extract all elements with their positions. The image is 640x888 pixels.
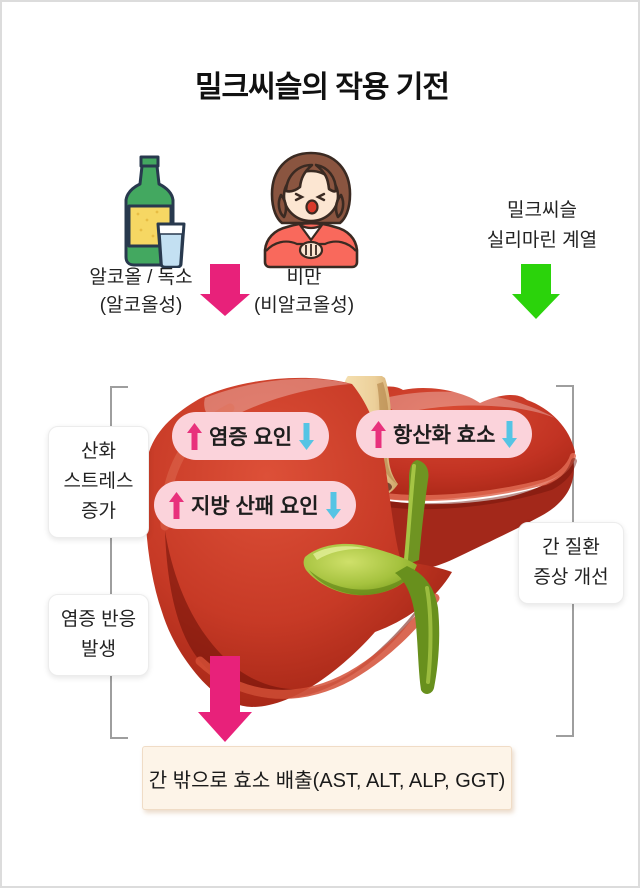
remedy-down-arrow-icon xyxy=(512,264,560,319)
label-line: 증가 xyxy=(81,501,116,522)
remedy-class: 실리마린 계열 xyxy=(486,230,598,251)
increase-arrow-icon xyxy=(187,422,202,450)
cause-alcohol-name: 알코올 / 독소 xyxy=(89,267,193,288)
badge-label: 지방 산패 요인 xyxy=(191,495,319,518)
remedy-label: 밀크씨슬 실리마린 계열 xyxy=(472,196,612,256)
outcome-down-arrow-icon xyxy=(198,656,252,742)
cause-obesity-label: 비만 (비알코올성) xyxy=(244,264,364,320)
label-line: 스트레스 xyxy=(63,471,134,492)
badge-antioxidant-enzyme: 항산화 효소 xyxy=(356,410,533,458)
cause-obesity-type: (비알코올성) xyxy=(253,295,355,316)
cause-alcohol-type: (알코올성) xyxy=(99,295,183,316)
sick-overweight-person-icon xyxy=(263,151,359,269)
decrease-arrow-icon xyxy=(502,420,518,448)
label-line: 증상 개선 xyxy=(533,567,609,588)
page-title: 밀크씨슬의 작용 기전 xyxy=(194,71,450,104)
badge-fat-rancidity-factor: 지방 산패 요인 xyxy=(154,481,356,529)
label-line: 발생 xyxy=(81,639,116,660)
badge-label: 염증 요인 xyxy=(209,426,293,449)
increase-arrow-icon xyxy=(169,491,184,519)
label-inflammation-response: 염증 반응 발생 xyxy=(48,594,149,676)
cause-obesity-name: 비만 xyxy=(286,267,322,288)
label-liver-disease-improvement: 간 질환 증상 개선 xyxy=(518,522,624,604)
badge-inflammation-factor: 염증 요인 xyxy=(172,412,330,460)
increase-arrow-icon xyxy=(371,420,386,448)
soju-bottle-and-glass-icon xyxy=(124,155,186,268)
remedy-name: 밀크씨슬 xyxy=(507,200,577,221)
badge-label: 항산화 효소 xyxy=(393,424,496,447)
decrease-arrow-icon xyxy=(325,491,341,519)
label-line: 산화 xyxy=(81,441,116,462)
label-line: 간 질환 xyxy=(542,537,600,558)
outcome-text: 간 밖으로 효소 배출(AST, ALT, ALP, GGT) xyxy=(148,769,506,792)
outcome-box: 간 밖으로 효소 배출(AST, ALT, ALP, GGT) xyxy=(142,746,512,810)
label-oxidative-stress: 산화 스트레스 증가 xyxy=(48,426,149,538)
cause-alcohol-label: 알코올 / 독소 (알코올성) xyxy=(71,264,211,320)
cause-down-arrow-icon xyxy=(200,264,250,316)
left-bracket xyxy=(110,386,128,739)
label-line: 염증 반응 xyxy=(60,609,137,630)
decrease-arrow-icon xyxy=(299,422,315,450)
